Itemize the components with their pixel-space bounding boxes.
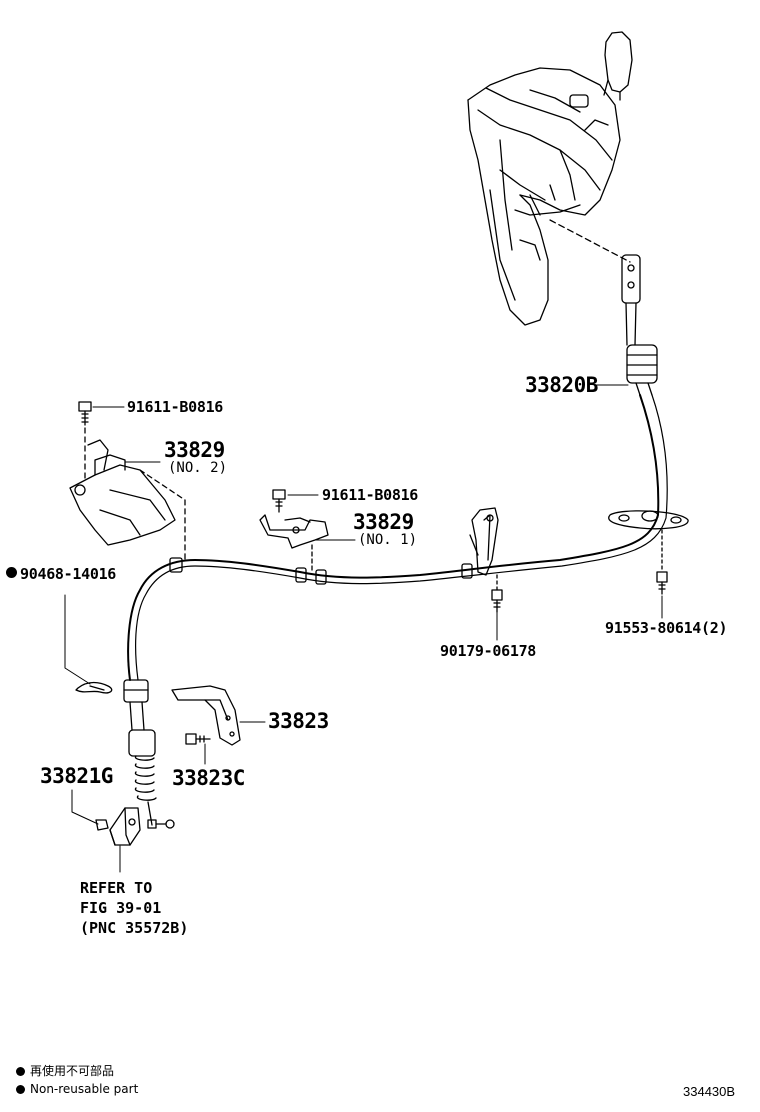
legend-jp: 再使用不可部品 (16, 1062, 114, 1079)
clip-90468 (75, 681, 113, 694)
shift-lever-assembly (467, 31, 633, 326)
lever-end-33821g (109, 807, 141, 846)
legend-en: Non-reusable part (16, 1082, 138, 1096)
bolt-33823c (185, 733, 211, 745)
label-33823c: 33823C (172, 766, 245, 790)
label-91611-mid: 91611-B0816 (322, 486, 419, 504)
label-91553: 91553-80614(2) (605, 619, 728, 637)
legend-en-text: Non-reusable part (30, 1082, 139, 1096)
bracket-33829-no1 (259, 514, 329, 549)
legend-jp-text: 再使用不可部品 (30, 1064, 115, 1078)
non-reusable-marker-icon (6, 567, 17, 578)
label-33829-no1: 33829 (353, 510, 414, 534)
label-33829-no1-sub: (NO. 1) (358, 532, 418, 548)
label-33829-no2-sub: (NO. 2) (168, 460, 228, 476)
label-33820b: 33820B (525, 373, 598, 397)
label-33829-no2: 33829 (164, 438, 225, 462)
nut-33821g (95, 819, 109, 831)
leader-dashed-no2 (139, 469, 186, 561)
leader-lines (64, 384, 663, 873)
label-90468-text: 90468-14016 (20, 565, 117, 583)
figure-id: 334430B (683, 1084, 736, 1099)
cable-sleeves (169, 557, 473, 585)
cable-bracket-plate (608, 510, 689, 530)
bolt-91611-mid (272, 489, 286, 513)
label-91611-upper: 91611-B0816 (127, 398, 224, 416)
label-33823: 33823 (268, 709, 329, 733)
label-90468: 90468-14016 (6, 565, 116, 583)
refer-note: REFER TO FIG 39-01 (PNC 35572B) (80, 879, 189, 937)
bracket-33829-no2 (69, 439, 176, 546)
bracket-33823 (171, 685, 241, 746)
bullet-icon (16, 1067, 25, 1076)
label-90179: 90179-06178 (440, 642, 537, 660)
upright-bracket (469, 507, 499, 576)
bolt-91553 (656, 529, 668, 595)
leader-dashed (549, 219, 631, 263)
cable-lower-end (123, 679, 175, 829)
bolt-91611-upper (78, 401, 92, 481)
bullet-icon (16, 1085, 25, 1094)
cable-upper-end (621, 254, 658, 396)
bolt-90179 (491, 574, 503, 613)
label-33821g: 33821G (40, 764, 113, 788)
